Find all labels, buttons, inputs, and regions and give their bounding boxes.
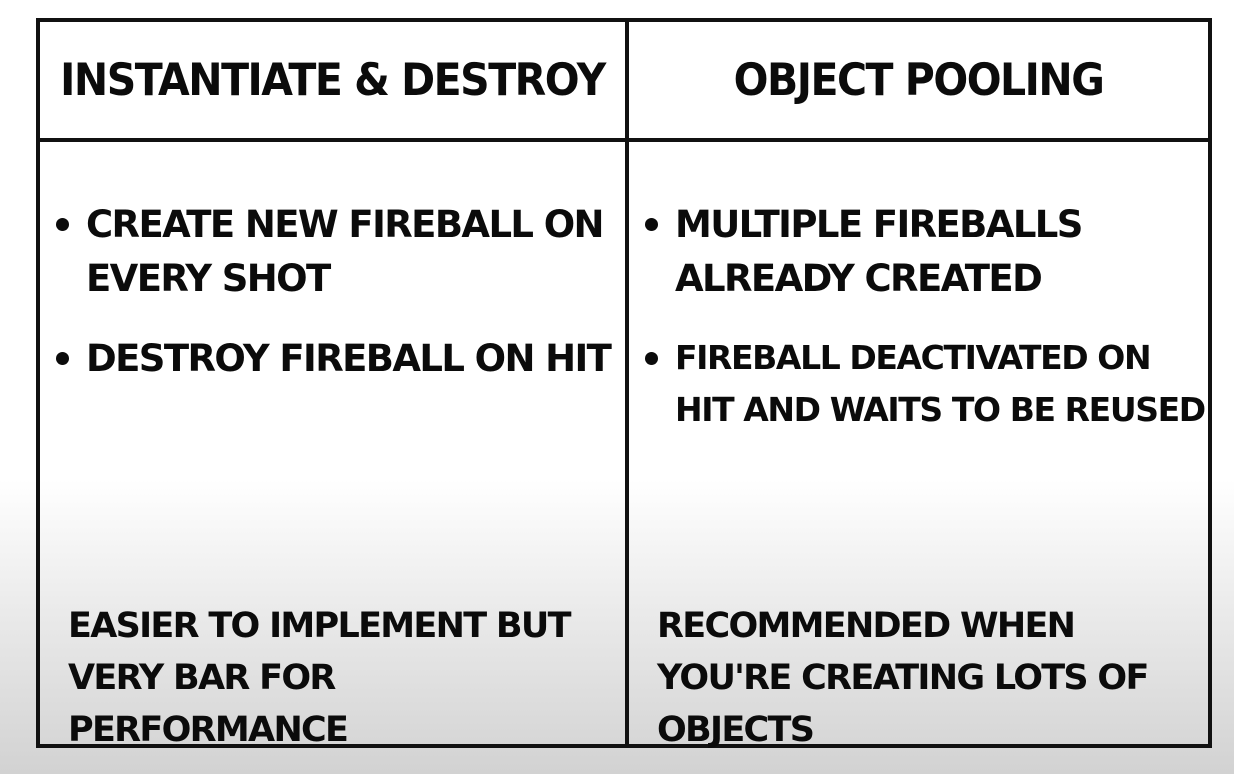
column-footer: EASIER TO IMPLEMENT BUT VERY BAR FOR PER… (68, 606, 571, 750)
column-header: OBJECT POOLING (733, 54, 1105, 106)
bullet-dot-icon (645, 352, 658, 365)
bullet-item: MULTIPLE FIREBALLS ALREADY CREATED (639, 198, 1208, 306)
comparison-table: INSTANTIATE & DESTROY CREATE NEW FIREBAL… (36, 18, 1212, 750)
bullet-list: MULTIPLE FIREBALLS ALREADY CREATED FIREB… (639, 198, 1208, 462)
bullet-text: MULTIPLE FIREBALLS ALREADY CREATED (675, 203, 1083, 300)
column-instantiate-destroy: INSTANTIATE & DESTROY CREATE NEW FIREBAL… (40, 22, 625, 750)
bullet-item: DESTROY FIREBALL ON HIT (50, 332, 625, 386)
bullet-item: FIREBALL DEACTIVATED ON HIT AND WAITS TO… (639, 332, 1208, 436)
column-object-pooling: OBJECT POOLING MULTIPLE FIREBALLS ALREAD… (629, 22, 1208, 750)
column-divider (625, 22, 629, 744)
column-footer: RECOMMENDED WHEN YOU'RE CREATING LOTS OF… (657, 606, 1149, 750)
column-header: INSTANTIATE & DESTROY (60, 54, 606, 106)
bullet-dot-icon (56, 218, 69, 231)
bullet-dot-icon (56, 352, 69, 365)
header-divider (40, 138, 1208, 142)
bullet-item: CREATE NEW FIREBALL ON EVERY SHOT (50, 198, 625, 306)
bullet-text: FIREBALL DEACTIVATED ON HIT AND WAITS TO… (675, 338, 1206, 429)
bullet-text: DESTROY FIREBALL ON HIT (86, 337, 612, 380)
bullet-text: CREATE NEW FIREBALL ON EVERY SHOT (86, 203, 605, 300)
bullet-list: CREATE NEW FIREBALL ON EVERY SHOT DESTRO… (50, 198, 625, 412)
bullet-dot-icon (645, 218, 658, 231)
